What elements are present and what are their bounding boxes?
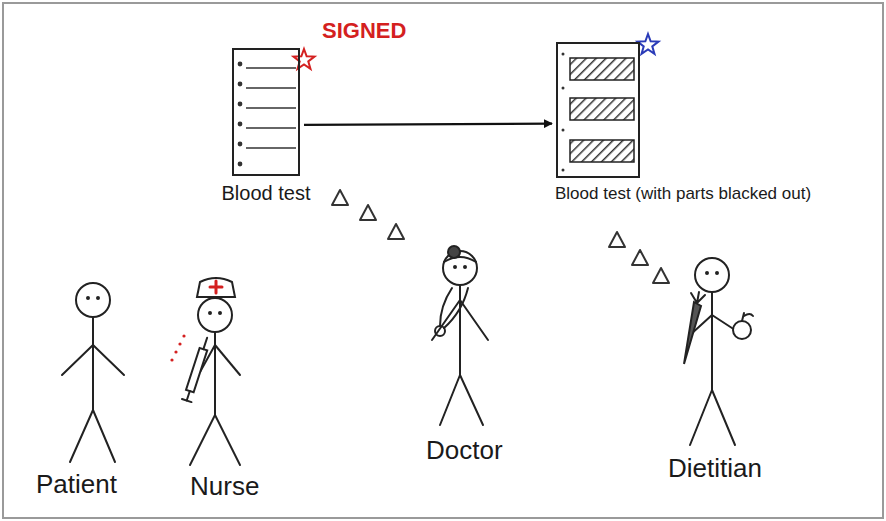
nurse-figure <box>170 278 240 465</box>
document-title: Blood test (with parts blacked out) <box>555 184 811 204</box>
patient-figure <box>62 283 124 462</box>
dietitian-figure <box>684 258 753 445</box>
figure-label: Dietitian <box>668 454 762 484</box>
figure-label: Patient <box>36 470 117 500</box>
blue-star <box>638 34 659 54</box>
document-sheet: SIGNEDBlood test <box>232 48 300 176</box>
document-title: Blood test <box>222 182 311 205</box>
redacted-bars <box>562 53 635 172</box>
document-lines <box>238 62 296 165</box>
document-sheet: Blood test (with parts blacked out) <box>556 42 640 178</box>
signed-stamp: SIGNED <box>322 18 406 43</box>
red-star <box>294 49 315 69</box>
flow-arrow <box>304 124 552 125</box>
packet-triangles <box>332 190 669 283</box>
figure-label: Nurse <box>190 472 259 502</box>
figure-label: Doctor <box>426 436 503 466</box>
doctor-figure <box>432 246 488 425</box>
frame-border <box>3 3 883 518</box>
